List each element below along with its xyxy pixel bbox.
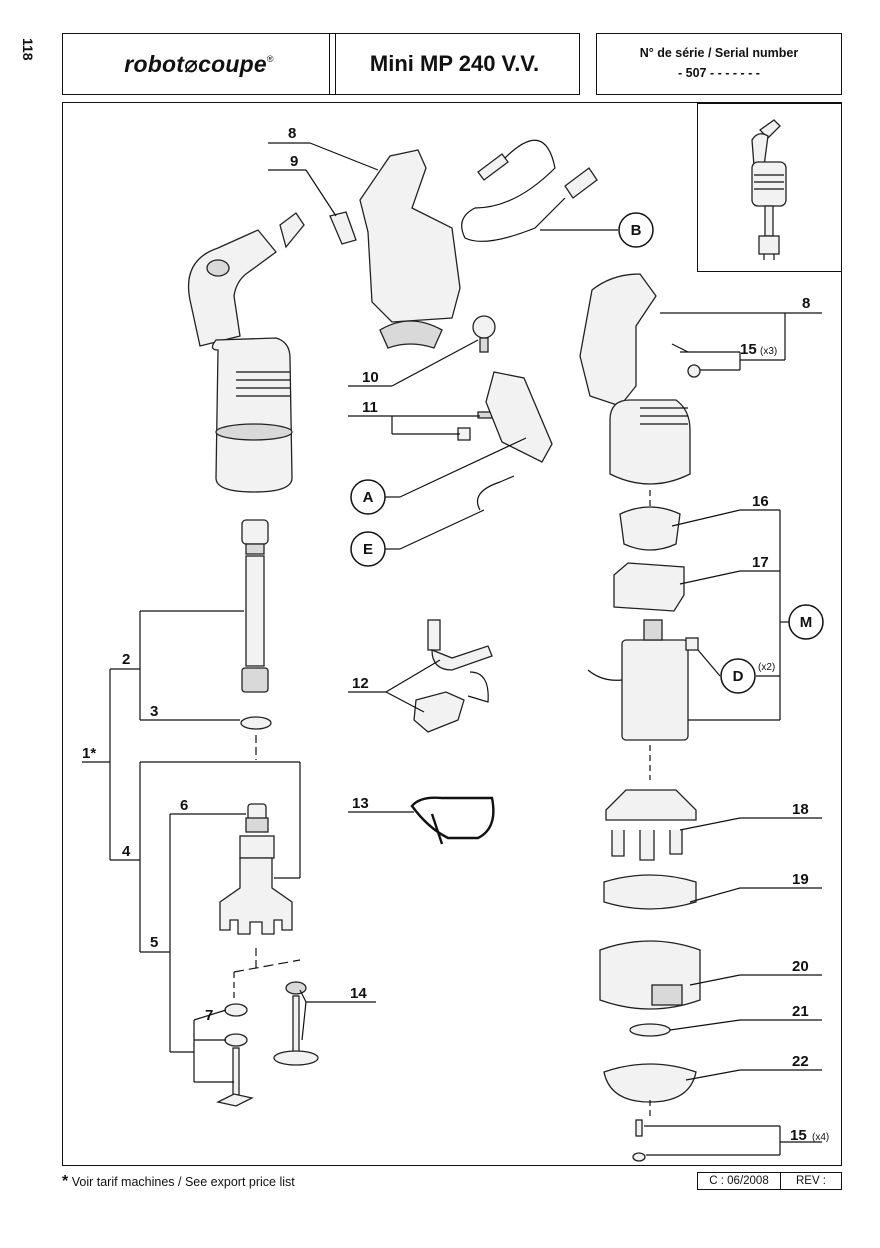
callout-8-top: 8	[288, 125, 296, 142]
circle-A-icon	[350, 479, 386, 515]
qty-D: (x2)	[758, 662, 775, 673]
callout-3: 3	[150, 703, 158, 720]
motor-M	[587, 619, 689, 741]
housing-label	[651, 984, 683, 1006]
wire-E	[476, 475, 515, 511]
fan-cover-17	[613, 562, 685, 612]
seal-ring	[240, 716, 272, 730]
blade-and-washers	[216, 1003, 254, 1107]
callout-15-bottom: 15	[790, 1127, 807, 1144]
callout-19: 19	[792, 871, 809, 888]
spring-11	[457, 411, 493, 441]
exploded-view-frame	[62, 102, 842, 1166]
bracket-13	[410, 796, 495, 845]
brand-logo: robot⌀coupe®	[124, 51, 273, 78]
brand-logo-box: robot⌀coupe®	[62, 33, 336, 95]
brand-left: robot	[124, 50, 185, 77]
callout-14: 14	[350, 985, 367, 1002]
switch-harness-12	[413, 619, 493, 733]
callout-E: E	[363, 541, 373, 558]
serial-value: - 507 - - - - - - -	[678, 66, 760, 80]
footer-note-text: Voir tarif machines / See export price l…	[71, 1175, 295, 1189]
callout-D: D	[733, 668, 744, 685]
serial-label: N° de série / Serial number	[639, 46, 799, 60]
thumbnail-blender-icon	[751, 119, 787, 260]
alternate-disc-tool	[273, 981, 319, 1066]
callout-2: 2	[122, 651, 130, 668]
housing-20	[599, 940, 701, 1010]
blade-guard-bell	[219, 803, 293, 935]
callout-8-right: 8	[802, 295, 810, 312]
overview-thumbnail	[697, 103, 842, 272]
callout-4: 4	[122, 843, 131, 860]
date-code: C : 06/2008	[697, 1172, 781, 1190]
brush-D	[685, 637, 699, 651]
leader-lines	[82, 142, 822, 1156]
qty-15-bottom: (x4)	[812, 1132, 829, 1143]
base-cover-22	[603, 1063, 697, 1103]
shaft-tube	[241, 519, 269, 693]
callout-7: 7	[205, 1007, 213, 1024]
handle-assembly-left	[187, 212, 305, 493]
band-19	[603, 874, 697, 910]
pcb-A	[485, 371, 553, 463]
power-cord-B	[461, 139, 598, 242]
qty-15-top: (x3)	[760, 346, 777, 357]
callout-15-top: 15	[740, 341, 757, 358]
callout-9: 9	[290, 153, 298, 170]
half-shell-8	[359, 149, 461, 349]
circle-E-icon	[350, 531, 386, 567]
footer-note: * Voir tarif machines / See export price…	[62, 1173, 295, 1191]
circle-M-icon	[788, 604, 824, 640]
callout-B: B	[631, 222, 642, 239]
callout-1: 1*	[82, 745, 96, 762]
fan-16	[619, 506, 681, 551]
callout-18: 18	[792, 801, 809, 818]
callout-13: 13	[352, 795, 369, 812]
registered-mark: ®	[266, 53, 274, 64]
revision: REV :	[780, 1172, 842, 1190]
asterisk-mark: *	[62, 1173, 69, 1190]
motor-support-18	[605, 789, 697, 861]
circle-D-icon	[720, 658, 756, 694]
callout-22: 22	[792, 1053, 809, 1070]
callout-5: 5	[150, 934, 158, 951]
washer-15b	[632, 1152, 646, 1162]
model-title: Mini MP 240 V.V.	[329, 33, 580, 95]
brand-mark-icon: ⌀	[184, 50, 199, 77]
callout-12: 12	[352, 675, 369, 692]
serial-box: N° de série / Serial number - 507 - - - …	[596, 33, 842, 95]
callout-17: 17	[752, 554, 769, 571]
callout-M: M	[800, 614, 813, 631]
switch-part-9	[329, 211, 357, 245]
seal-21	[629, 1023, 671, 1037]
callout-6: 6	[180, 797, 188, 814]
handle-assembly-right	[579, 273, 691, 485]
callout-A: A	[363, 489, 374, 506]
circle-B-icon	[618, 212, 654, 248]
brand-right: coupe	[198, 50, 267, 77]
callout-20: 20	[792, 958, 809, 975]
callout-16: 16	[752, 493, 769, 510]
callout-10: 10	[362, 369, 379, 386]
screw-pins-15	[671, 343, 701, 378]
knob-10	[472, 315, 496, 353]
screw-15b	[635, 1119, 643, 1137]
callout-21: 21	[792, 1003, 809, 1020]
callout-11: 11	[362, 399, 378, 416]
